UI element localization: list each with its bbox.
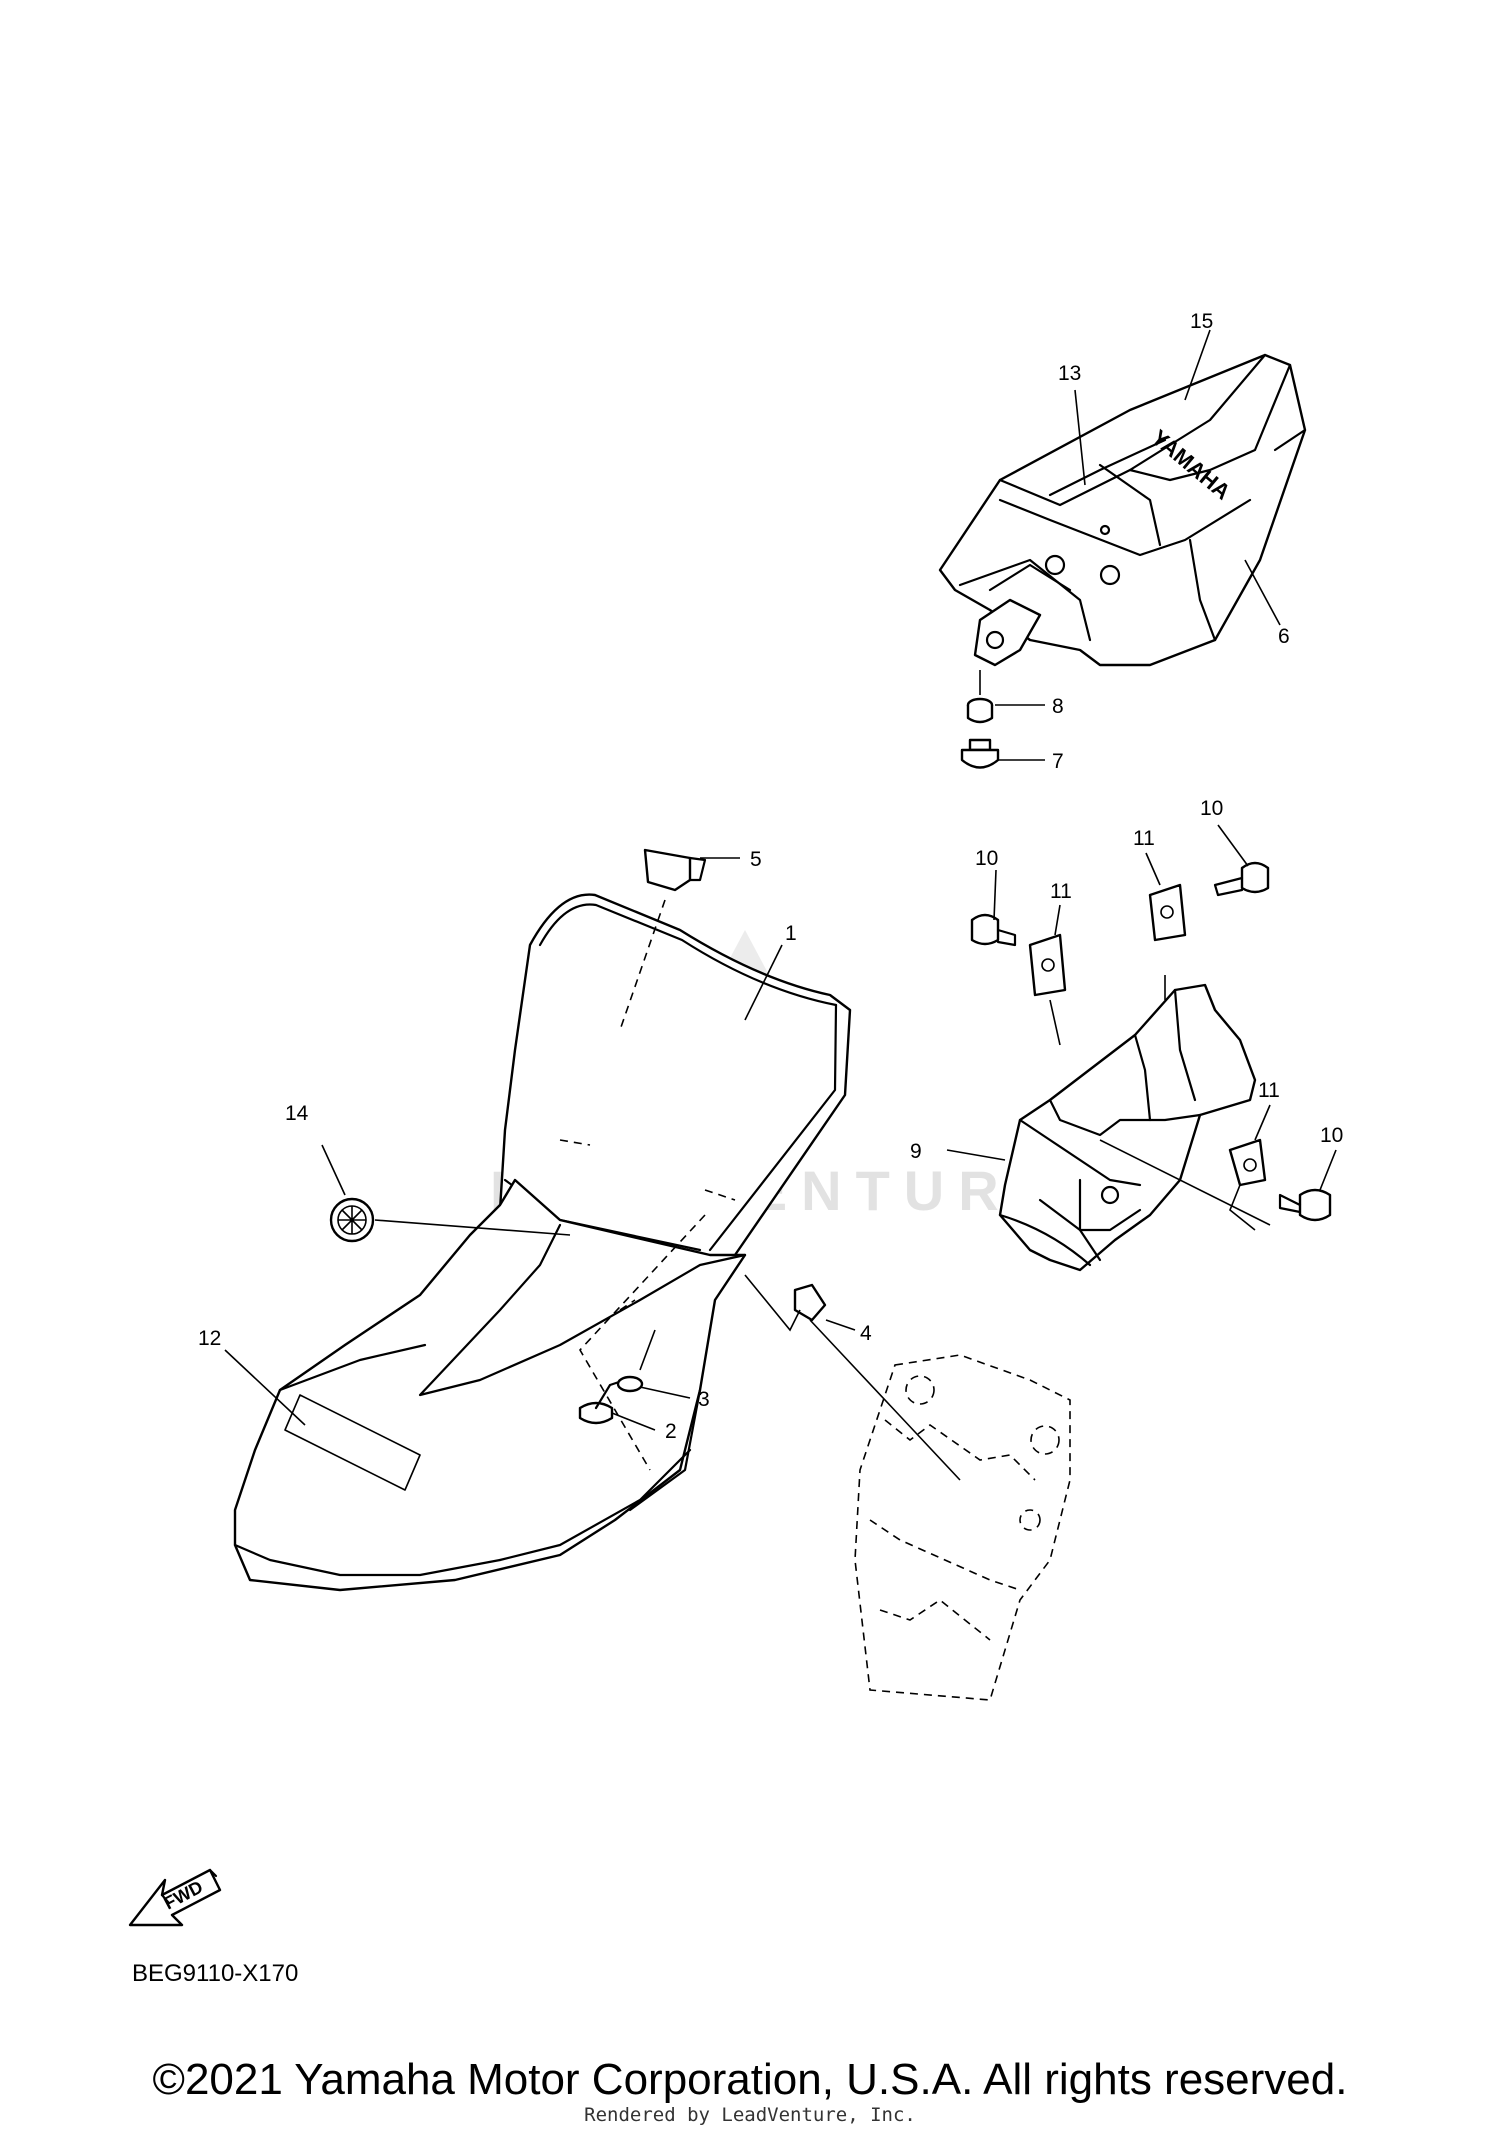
callout-10-c: 10 (1320, 1124, 1343, 1147)
fwd-arrow-icon: FWD (128, 1868, 222, 1927)
callout-8: 8 (1052, 695, 1064, 718)
callout-1: 1 (785, 922, 797, 945)
callout-5: 5 (750, 848, 762, 871)
callout-10-a: 10 (975, 847, 998, 870)
callout-11-c: 11 (1258, 1079, 1280, 1102)
callout-12: 12 (198, 1327, 221, 1350)
callout-11-b: 11 (1133, 827, 1155, 850)
emblem-part-14 (329, 1197, 375, 1243)
callout-2: 2 (665, 1420, 677, 1443)
bolt-part-10a (970, 913, 1017, 947)
rear-fender-body (233, 899, 747, 1592)
bracket-part-9 (998, 975, 1271, 1272)
callout-11-a: 11 (1050, 880, 1072, 903)
phantom-side-cover (854, 1354, 1071, 1701)
bolt-part-10c (1278, 1188, 1332, 1222)
callout-3: 3 (698, 1388, 710, 1411)
copyright-notice: ©2021 Yamaha Motor Corporation, U.S.A. A… (152, 2055, 1348, 2104)
cover-part-5 (643, 848, 707, 892)
speed-nut-part-11c (1228, 1138, 1267, 1231)
front-fender-part-1 (498, 893, 852, 1267)
callout-9: 9 (910, 1140, 922, 1163)
leader-lines (224, 329, 1337, 1431)
callout-7: 7 (1052, 750, 1064, 773)
callout-4: 4 (860, 1322, 872, 1345)
callout-13: 13 (1058, 362, 1081, 385)
callout-6: 6 (1278, 625, 1290, 648)
bolt-part-10b (1213, 861, 1270, 897)
callout-10-b: 10 (1200, 797, 1223, 820)
washer-part-3 (616, 1329, 656, 1393)
collar-part-8 (966, 697, 994, 724)
bolt-part-7 (960, 670, 1000, 769)
seat-part-6: YAMAHA (938, 353, 1307, 667)
callout-15: 15 (1190, 310, 1213, 333)
speed-nut-part-11a (1028, 933, 1067, 997)
clip-part-4 (744, 1274, 961, 1481)
speed-nut-part-11b (1148, 883, 1187, 942)
diagram-code: BEG9110-X170 (132, 1960, 299, 1987)
rendered-by-credit: Rendered by LeadVenture, Inc. (584, 2104, 916, 2126)
callout-labels: 15 13 6 8 7 5 1 14 12 3 2 4 9 10 11 11 1… (198, 310, 1343, 1443)
callout-14: 14 (285, 1102, 309, 1125)
